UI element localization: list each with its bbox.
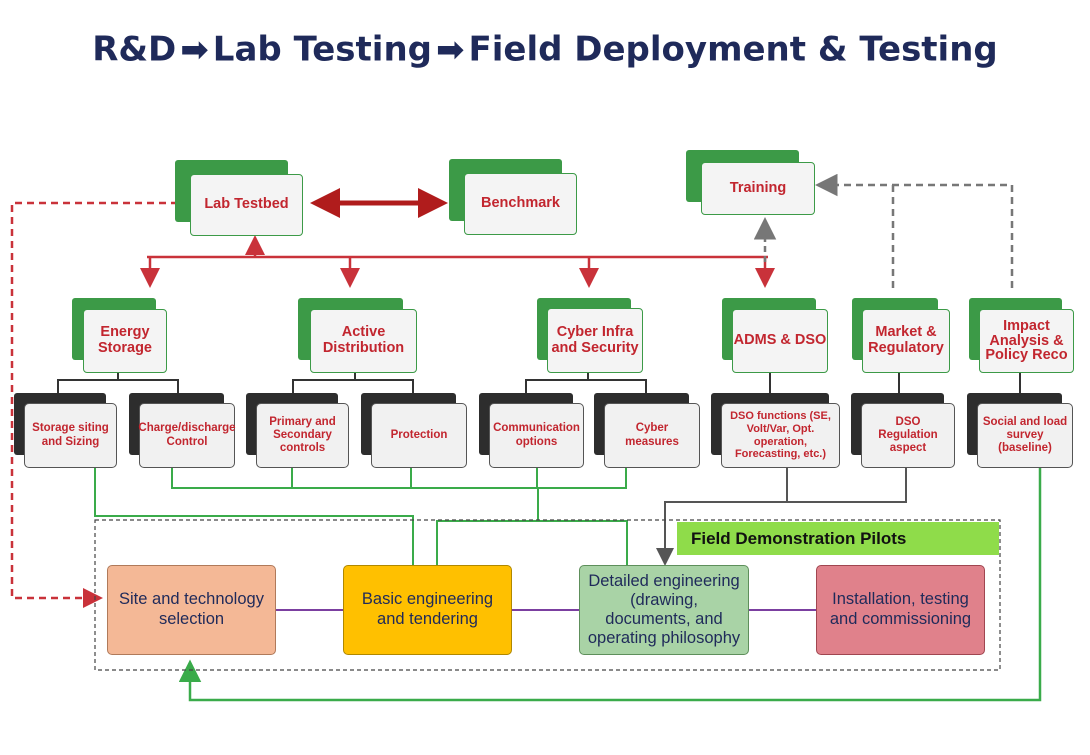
storage-siting-label: Storage siting and Sizing [24, 403, 117, 468]
charge-control-box: Charge/discharge Control [129, 393, 236, 469]
energy-storage-label: Energy Storage [83, 309, 167, 373]
arrow-right-icon: ➡ [180, 29, 209, 70]
lab-to-site-dashed [10, 201, 178, 608]
impact-analysis-box: Impact Analysis & Policy Reco [969, 298, 1074, 374]
protection-box: Protection [361, 393, 468, 469]
benchmark-box: Benchmark [449, 159, 579, 237]
installation-box: Installation, testing and commissioning [816, 565, 985, 655]
active-distribution-box: Active Distribution [298, 298, 417, 374]
primary-secondary-label: Primary and Secondary controls [256, 403, 349, 468]
lab-testbed-label: Lab Testbed [190, 174, 303, 236]
adms-dso-box: ADMS & DSO [722, 298, 828, 374]
charge-control-label: Charge/discharge Control [138, 403, 236, 468]
cyber-infra-label: Cyber Infra and Security [547, 308, 643, 373]
benchmark-label: Benchmark [464, 173, 577, 235]
title-field-deployment: Field Deployment & Testing [468, 29, 998, 70]
impact-analysis-label: Impact Analysis & Policy Reco [979, 309, 1074, 373]
communication-label: Communication options [489, 403, 584, 468]
arrow-right-icon: ➡ [436, 29, 465, 70]
active-distribution-label: Active Distribution [310, 309, 417, 373]
training-box: Training [686, 150, 816, 216]
field-pilots-label: Field Demonstration Pilots [677, 522, 999, 555]
social-survey-label: Social and load survey (baseline) [977, 403, 1073, 468]
cyber-measures-box: Cyber measures [594, 393, 701, 469]
page-title: R&D➡Lab Testing➡Field Deployment & Testi… [0, 28, 1090, 70]
dso-functions-label: DSO functions (SE, Volt/Var, Opt. operat… [721, 403, 840, 468]
training-label: Training [701, 162, 815, 215]
site-selection-box: Site and technology selection [107, 565, 276, 655]
market-regulatory-box: Market & Regulatory [852, 298, 950, 374]
communication-box: Communication options [479, 393, 585, 469]
primary-secondary-box: Primary and Secondary controls [246, 393, 350, 469]
dso-regulation-box: DSO Regulation aspect [851, 393, 956, 469]
storage-siting-box: Storage siting and Sizing [14, 393, 118, 469]
title-lab-testing: Lab Testing [212, 29, 432, 70]
title-rnd: R&D [92, 29, 177, 70]
protection-label: Protection [371, 403, 467, 468]
dso-regulation-label: DSO Regulation aspect [861, 403, 955, 468]
adms-dso-label: ADMS & DSO [732, 309, 828, 373]
energy-storage-box: Energy Storage [72, 298, 168, 374]
basic-engineering-box: Basic engineering and tendering [343, 565, 512, 655]
detailed-engineering-box: Detailed engineering (drawing, documents… [579, 565, 749, 655]
dso-functions-box: DSO functions (SE, Volt/Var, Opt. operat… [711, 393, 841, 469]
field-pilots-container [94, 519, 1001, 671]
cyber-infra-box: Cyber Infra and Security [537, 298, 643, 374]
market-regulatory-label: Market & Regulatory [862, 309, 950, 373]
lab-testbed-box: Lab Testbed [175, 160, 305, 238]
cyber-measures-label: Cyber measures [604, 403, 700, 468]
social-survey-box: Social and load survey (baseline) [967, 393, 1074, 469]
